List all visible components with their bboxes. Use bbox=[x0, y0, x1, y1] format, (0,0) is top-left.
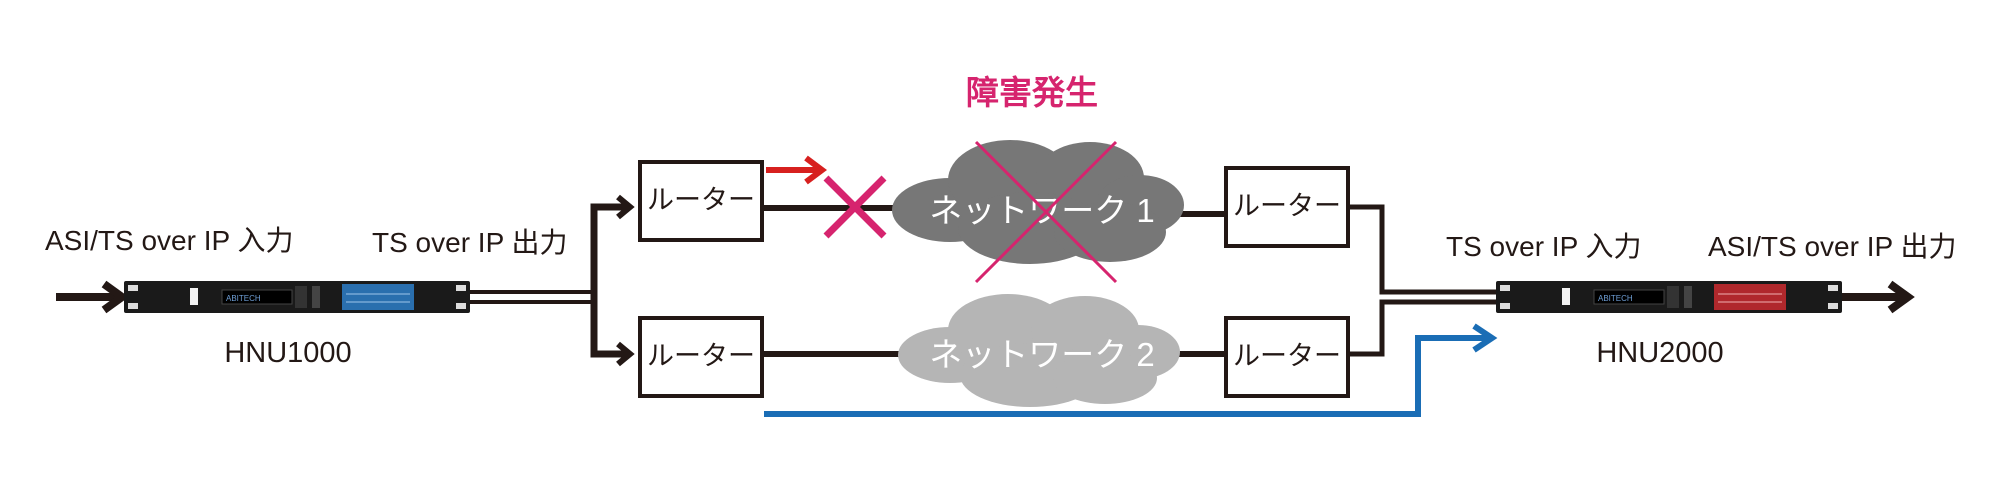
encoder-model-label: HNU1000 bbox=[224, 337, 351, 369]
encoder-output-lines bbox=[470, 194, 635, 367]
router-3: ルーター bbox=[1224, 166, 1350, 248]
x-mark-icon bbox=[823, 175, 887, 239]
router-2: ルーター bbox=[638, 316, 764, 398]
failed-flow-arrow-icon bbox=[766, 155, 827, 185]
output-right-label: ASI/TS over IP 出力 bbox=[1708, 231, 1956, 262]
router-4: ルーター bbox=[1224, 316, 1350, 398]
network-2-cloud: ネットワーク 2 bbox=[898, 294, 1180, 407]
decoder-model-label: HNU2000 bbox=[1596, 337, 1723, 369]
decoder-device: ABITECH bbox=[1496, 281, 1842, 313]
network-1-label: ネットワーク 1 bbox=[929, 192, 1155, 229]
network-2-label: ネットワーク 2 bbox=[929, 336, 1155, 373]
decoder-display-panel bbox=[1714, 284, 1786, 310]
input-right-label: TS over IP 入力 bbox=[1446, 231, 1642, 262]
router-3-label: ルーター bbox=[1233, 191, 1341, 221]
active-flow-line-arrow-icon bbox=[764, 323, 1498, 417]
router-1-label: ルーター bbox=[647, 185, 755, 215]
output-left-label: TS over IP 出力 bbox=[372, 227, 568, 258]
output-arrow bbox=[1842, 280, 1915, 314]
encoder-logo: ABITECH bbox=[226, 294, 261, 303]
input-left-label: ASI/TS over IP 入力 bbox=[45, 225, 293, 256]
input-arrow bbox=[56, 280, 129, 314]
network-1-x-mark-icon bbox=[974, 140, 1118, 284]
router-2-label: ルーター bbox=[647, 341, 755, 371]
fault-label: 障害発生 bbox=[966, 74, 1098, 111]
encoder-device: ABITECH bbox=[124, 281, 470, 313]
upper-path-lines bbox=[762, 205, 1226, 217]
decoder-logo: ABITECH bbox=[1598, 294, 1633, 303]
encoder-display-panel bbox=[342, 284, 414, 310]
router-4-label: ルーター bbox=[1233, 341, 1341, 371]
router-1: ルーター bbox=[638, 160, 764, 242]
receiver-input-lines bbox=[1348, 204, 1496, 357]
